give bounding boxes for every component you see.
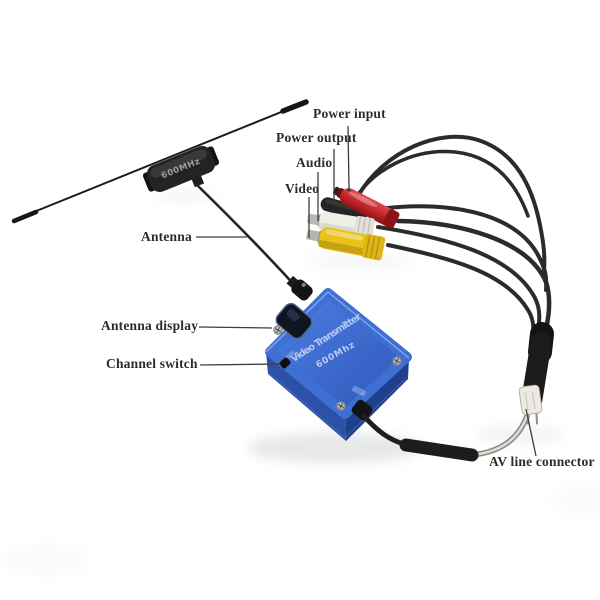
av-line-assembly [361,413,530,462]
av-line-connector-leader [525,408,537,457]
label-channel-switch: Channel switch [106,356,198,371]
antenna-display-window [275,302,313,340]
label-antenna-display: Antenna display [101,318,199,333]
label-power-output: Power output [276,130,357,145]
av-connector-group [518,322,554,425]
label-av-line-connector: AV line connector [489,454,595,469]
screw [273,325,283,335]
label-power-input: Power input [313,106,386,121]
antenna-connector-knob [286,275,313,301]
plug-group [306,186,400,261]
channel-switch-leader [199,363,282,366]
screw [392,356,402,366]
antenna-left-tip [11,209,39,224]
shadows [3,190,600,574]
leader-lines [196,125,537,457]
power-output-connector [320,197,368,221]
antenna-center-module: 600MHz [142,145,220,193]
channel-switch-component [279,357,291,369]
screw [336,401,346,411]
power-input-leader [347,125,350,190]
device-side-right [345,358,409,441]
cable-exit-stub [351,399,373,421]
transmitter-device: Video Transmitter 600Mhz [265,275,412,441]
label-antenna: Antenna [141,229,192,244]
cable-bundle [350,134,552,352]
label-audio: Audio [296,155,333,170]
label-video: Video [285,181,320,196]
antenna-wire [13,101,307,221]
antenna-feed-cable [195,183,299,290]
cable-sleeve-lower [399,438,479,462]
device-side-left [266,352,346,441]
video-plug [306,227,386,261]
antenna-right-tip [280,99,309,114]
antenna-assembly: 600MHz [11,99,309,290]
antenna-display-leader [198,326,273,329]
power-input-plug [333,186,400,229]
